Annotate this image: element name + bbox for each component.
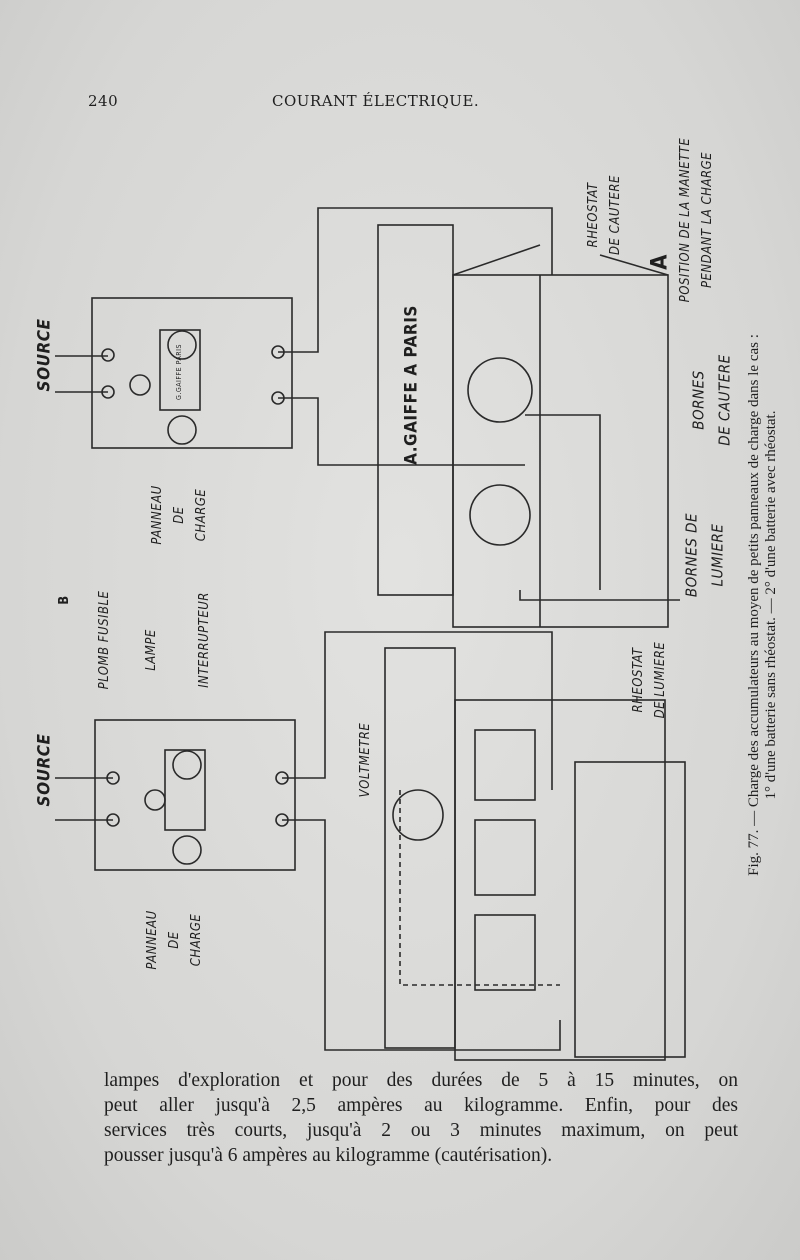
battery-box-with-rheostat [452, 274, 669, 628]
label-lampe: LAMPE [143, 629, 159, 671]
label-rheostat-cautere: RHEOSTAT DE CAUTERE [583, 175, 627, 255]
lamp-icon [167, 415, 197, 445]
charge-panel-top [91, 297, 293, 449]
label-line: LUMIERE [708, 523, 726, 587]
charge-panel-bottom [94, 719, 296, 871]
body-line: pousser jusqu'à 6 ampères au kilogramme … [104, 1145, 553, 1166]
label-line: PENDANT LA CHARGE [700, 151, 715, 289]
lamp-icon [167, 330, 197, 360]
body-paragraph: lampes d'exploration et pour des durées … [104, 1068, 738, 1168]
figure-caption: Fig. 77. — Charge des accumulateurs au m… [746, 334, 780, 876]
label-line: DE LUMIERE [653, 641, 668, 719]
label-line: DE [166, 931, 182, 949]
label-source-bottom: SOURCE [34, 733, 55, 807]
label-line: DE CAUTERE [715, 354, 733, 446]
page-number: 240 [88, 92, 119, 110]
label-line: DE [171, 506, 187, 524]
body-line: lampes d'exploration et pour des durées … [104, 1070, 738, 1091]
rheostat-cautere-icon [467, 357, 533, 423]
fuse-icon [129, 374, 151, 396]
label-line: PANNEAU [149, 485, 165, 545]
label-line: RHEOSTAT [585, 182, 601, 248]
running-title: COURANT ÉLECTRIQUE. [272, 92, 480, 110]
box-door [574, 761, 686, 1058]
lamp-icon [172, 750, 202, 780]
label-line: CHARGE [194, 488, 210, 542]
label-line: BORNES DE [682, 512, 701, 598]
label-line: RHEOSTAT [630, 647, 646, 713]
caption-line-1: Fig. 77. — Charge des accumulateurs au m… [746, 334, 762, 876]
box-lid-bottom [384, 647, 456, 1049]
label-plomb-fusible: PLOMB FUSIBLE [96, 590, 112, 690]
label-rheostat-lumiere: RHEOSTAT DE LUMIERE [628, 642, 672, 719]
label-panneau-bottom: PANNEAU DE CHARGE [142, 910, 208, 969]
rheostat-lumiere-icon [469, 484, 531, 546]
label-bornes-lumiere: BORNES DE LUMIERE [680, 513, 731, 597]
maker-panel-label: G.GAIFFE PARIS [175, 343, 184, 401]
label-interrupteur: INTERRUPTEUR [196, 592, 212, 688]
label-voltmetre: VOLTMETRE [357, 722, 373, 798]
lamp-icon [172, 835, 202, 865]
label-line: BORNES [689, 370, 708, 430]
label-line: PANNEAU [144, 910, 160, 970]
label-line: POSITION DE LA MANETTE [677, 137, 693, 303]
label-panneau-top: PANNEAU DE CHARGE [147, 485, 213, 544]
label-bornes-cautere: BORNES DE CAUTERE [687, 354, 738, 445]
label-line: CHARGE [189, 913, 205, 967]
body-line: peut aller jusqu'à 2,5 ampères au kilogr… [104, 1095, 738, 1116]
label-a: A [647, 254, 673, 270]
maker-box-label: A.GAIFFE A PARIS [401, 305, 422, 465]
fuse-icon [144, 789, 166, 811]
voltmeter-icon [392, 789, 444, 841]
label-source-top: SOURCE [34, 318, 55, 392]
battery-box-without-rheostat [454, 699, 666, 1061]
label-position-manette: POSITION DE LA MANETTE PENDANT LA CHARGE [675, 138, 719, 303]
label-line: DE CAUTERE [608, 175, 623, 255]
caption-line-2: 1° d'une batterie sans rhéostat. — 2° d'… [763, 410, 779, 800]
body-line: services très courts, jusqu'à 2 ou 3 min… [104, 1120, 738, 1141]
label-b: B [56, 595, 72, 605]
